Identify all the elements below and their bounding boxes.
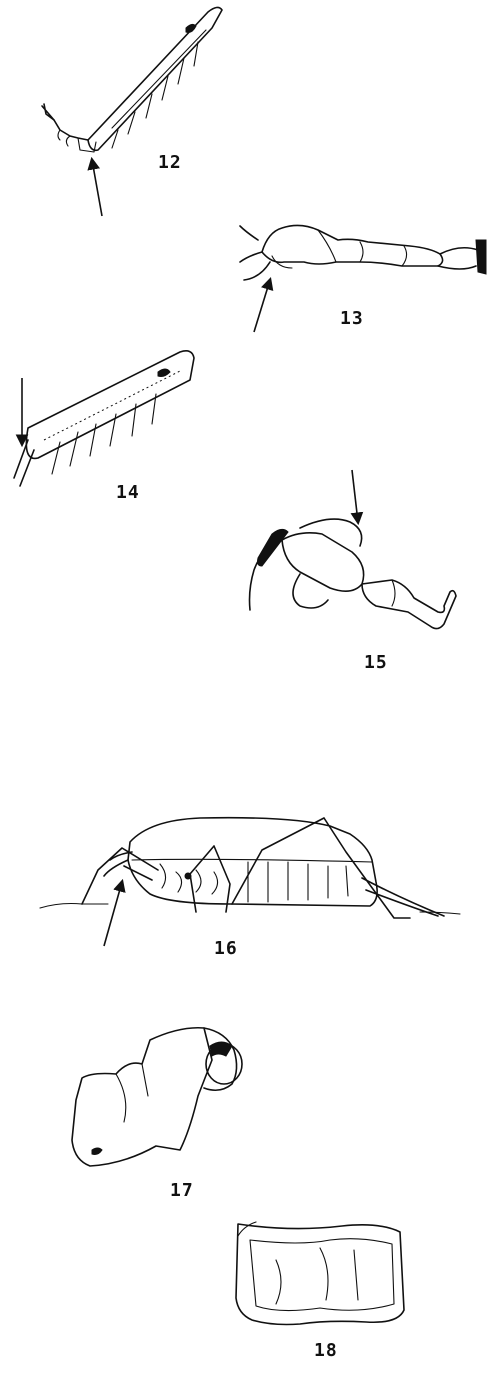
figure-label-15: 15 — [364, 652, 388, 673]
figure-label-13: 13 — [340, 308, 364, 329]
figure-17-pronotum-drawing — [72, 1028, 242, 1166]
figure-14-tibia-drawing — [14, 351, 194, 486]
figure-18-lobe-drawing — [236, 1222, 404, 1325]
figure-15-tarsus-drawing — [250, 470, 457, 629]
figure-label-14: 14 — [116, 482, 140, 503]
figure-label-12: 12 — [158, 152, 182, 173]
figure-label-17: 17 — [170, 1180, 194, 1201]
figure-12-tibia-drawing — [42, 7, 222, 216]
figure-label-18: 18 — [314, 1340, 338, 1361]
figure-label-16: 16 — [214, 938, 238, 959]
figure-16-insect-drawing — [40, 818, 460, 946]
